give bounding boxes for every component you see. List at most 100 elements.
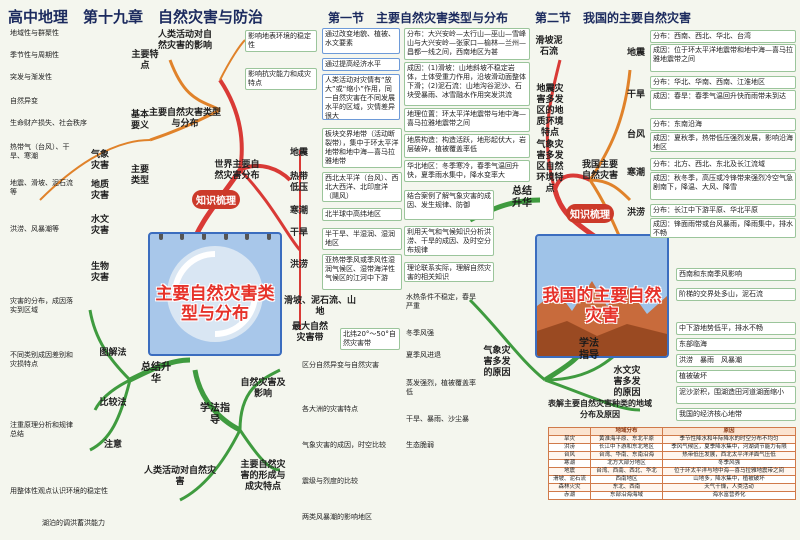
table-cell: 旱灾 — [548, 435, 591, 444]
table-cell: 天气干燥，人类活动 — [662, 483, 796, 492]
table-row: 台风台湾、华南、东南沿海热带低压发展，西北太平洋洋面气压低 — [548, 451, 796, 460]
table-row: 洪涝长江中下游和东北地区季风气候区，夏季降水集中，河湖调节能力有限 — [548, 443, 796, 452]
ganhan-item-1: 分布：华北、华南、西南、江淮地区 — [650, 76, 796, 89]
huapo-item-1: 分布：大兴安岭—太行山—巫山—雪峰山与大兴安岭—张家口—榆林—兰州—昌都一线之间… — [404, 28, 530, 60]
left-cat-dizhi: 地质灾害 — [90, 180, 109, 201]
left-cat-shuiwen: 水文灾害 — [90, 215, 109, 236]
left-zongjie-label: 总结升华 — [141, 362, 171, 385]
branch-line — [89, 379, 132, 452]
branch-line — [93, 378, 131, 411]
taifeng-item-2: 成因：夏秋季，热带低压强烈发展，影响沿海地区 — [650, 132, 796, 152]
dizhen-item-1: 地理位置：环太平洋地震带与地中海—喜马拉雅地震带之间 — [404, 108, 530, 132]
world-item-4: 半干旱、半湿润、湿润地区 — [322, 228, 402, 250]
branch-line — [218, 78, 244, 171]
dizhen-right-2: 成因：位于环太平洋地震带和地中海—喜马拉雅地震带之间 — [650, 44, 796, 72]
feature-2: 季节性与周期性 — [10, 51, 59, 59]
table-cell: 长江中下游和东北地区 — [589, 443, 664, 452]
world-region-6: 滑坡、泥石流、山地 — [283, 296, 356, 317]
branch-line — [168, 59, 221, 112]
right-cat-ganhan: 干旱 — [626, 90, 645, 100]
left-cat-concept: 基本要义 — [130, 110, 149, 131]
table-row: 森林火灾东北、西南天气干燥，人类活动 — [548, 483, 796, 492]
branch-line — [192, 369, 242, 433]
world-region-3: 寒潮 — [289, 206, 308, 216]
hurricane-image — [167, 246, 263, 342]
honglao-item-1: 分布：长江中下游平原、华北平原 — [650, 204, 796, 217]
left-cat-world: 世界主要自然灾害分布 — [214, 160, 260, 181]
table-cell: 西南地区 — [589, 475, 664, 484]
zongjie-item-2: 不同类别成因差别和灾损特点 — [10, 351, 73, 368]
huapo-item-2: 成因：(1)滑坡：山地斜坡不稳定岩体，土体受重力作用，沿坡滑动面整体下滑；(2)… — [404, 62, 530, 106]
chengyin-item-4: 蒸发强烈，植被覆盖率低 — [406, 379, 476, 396]
taifeng-item-1: 分布：东南沿海 — [650, 118, 796, 131]
dizhen-item-2: 地质构造：构造活跃，地形起伏大，岩层破碎，植被覆盖率低 — [404, 134, 530, 158]
left-topic-card: 主要自然灾害类型与分布 — [148, 232, 282, 356]
left-cat-human: 人类活动对自然灾害的影响 — [157, 30, 212, 51]
branch-line — [589, 178, 632, 202]
world-region-1: 地震 — [289, 148, 308, 158]
shuiwen-item-2: 阶梯的交界处多山，泥石流 — [676, 288, 796, 301]
right-xuefa-label: 学法指导 — [579, 338, 599, 361]
table-cell: 冬季风强 — [662, 459, 796, 468]
shuiwen-item-3: 中下游地势低平，排水不畅 — [676, 322, 796, 335]
left-cat-tujie: 图解法 — [99, 348, 127, 358]
left-card-title: 主要自然灾害类型与分布 — [155, 284, 275, 325]
table-cell: 海水富营养化 — [662, 491, 796, 500]
branch-line — [239, 163, 292, 182]
table-cell: 台风 — [548, 451, 591, 460]
table-row: 滑坡、泥石流西南地区山地多，降水集中，植被破坏 — [548, 475, 796, 484]
table-cell: 热带低压发展，西北太平洋洋面气压低 — [662, 451, 796, 460]
chengyin-item-2: 冬季风强 — [406, 329, 434, 337]
right-cat-hanchao: 寒潮 — [626, 168, 645, 178]
branch-line — [545, 59, 562, 191]
hanchao-item-2: 成因：秋冬季，高压或冷锋带来强烈冷空气急剧南下，降温、大风、降雪 — [650, 172, 796, 200]
shuiwen-items: 洪涝、风暴潮等 — [10, 225, 59, 233]
chengyin-item-1: 水热条件不稳定，春旱严重 — [406, 293, 476, 310]
right-cat-main: 我国主要自然灾害 — [581, 160, 618, 181]
right-card-title: 我国的主要自然灾害 — [542, 286, 662, 327]
branch-line — [544, 378, 641, 412]
branch-line — [238, 368, 281, 431]
shuiwen-item-1: 西南和东南季风影响 — [676, 268, 796, 281]
right-zongjie-item-3: 理论联系实际，理解自然灾害的相关知识 — [404, 262, 494, 282]
branch-line — [588, 69, 632, 181]
zongjie-item-1: 灾害的分布，成因落实到区域 — [10, 297, 73, 314]
branch-line — [128, 357, 191, 383]
right-zongjie-item-2: 利用天气和气候知识分析洪涝、干旱的成因、及时空分布规律 — [404, 226, 494, 256]
chengyin-item-3: 夏季风进退 — [406, 351, 441, 359]
left-cat-zhuyi: 注意 — [103, 440, 122, 450]
world-item-3: 北半球中高纬地区 — [322, 208, 402, 221]
table-row: 赤潮东部沿海海域海水富营养化 — [548, 491, 796, 500]
left-cat-shengwu: 生物灾害 — [90, 262, 109, 283]
table-cell: 台湾、西南、西北、华北 — [589, 467, 664, 476]
branch-line — [553, 173, 591, 191]
right-topic-card: 我国的主要自然灾害 — [535, 234, 669, 358]
world-region-4: 干旱 — [289, 228, 308, 238]
ganhan-item-2: 成因：春旱：春季气温回升快而雨带未到达 — [650, 90, 796, 110]
right-cat-huapo: 滑坡泥石流 — [535, 36, 563, 57]
left-cat-bijiao: 比较法 — [99, 398, 127, 408]
chengyin-item-5: 干旱、暴雨、沙尘暴 — [406, 415, 469, 423]
table-cell: 季节性降水和年际降水的时空分布不均匀 — [662, 435, 796, 444]
xuefa-item-5: 两类风暴潮的影响地区 — [302, 513, 372, 521]
left-cat-human2: 人类活动对自然灾害 — [143, 466, 216, 487]
table-cell: 地震 — [548, 467, 591, 476]
table-cell: 滑坡、泥石流 — [548, 475, 591, 484]
left-xuefa-label: 学法指导 — [200, 403, 230, 426]
right-cat-honglao: 洪涝 — [626, 208, 645, 218]
branch-line — [88, 309, 132, 382]
branch-line — [238, 429, 281, 472]
page-title: 高中地理 第十九章 自然灾害与防治 — [8, 8, 264, 26]
section-1-title: 第一节 主要自然灾害类型与分布 — [328, 11, 509, 25]
left-cat-gaikuo: 自然灾害及影响 — [240, 378, 286, 399]
table-cell: 森林火灾 — [548, 483, 591, 492]
human-item-1: 影响地表环境的稳定性 — [245, 30, 317, 52]
table-cell: 北方大部分地区 — [589, 459, 664, 468]
xuefa-item-1: 区分自然异变与自然灾害 — [302, 361, 379, 369]
branch-line — [39, 139, 151, 201]
canyon-image — [537, 236, 667, 356]
hanchao-item-1: 分布：北方、西北、东北及长江流域 — [650, 158, 796, 171]
world-region-2: 热带低压 — [289, 172, 308, 193]
